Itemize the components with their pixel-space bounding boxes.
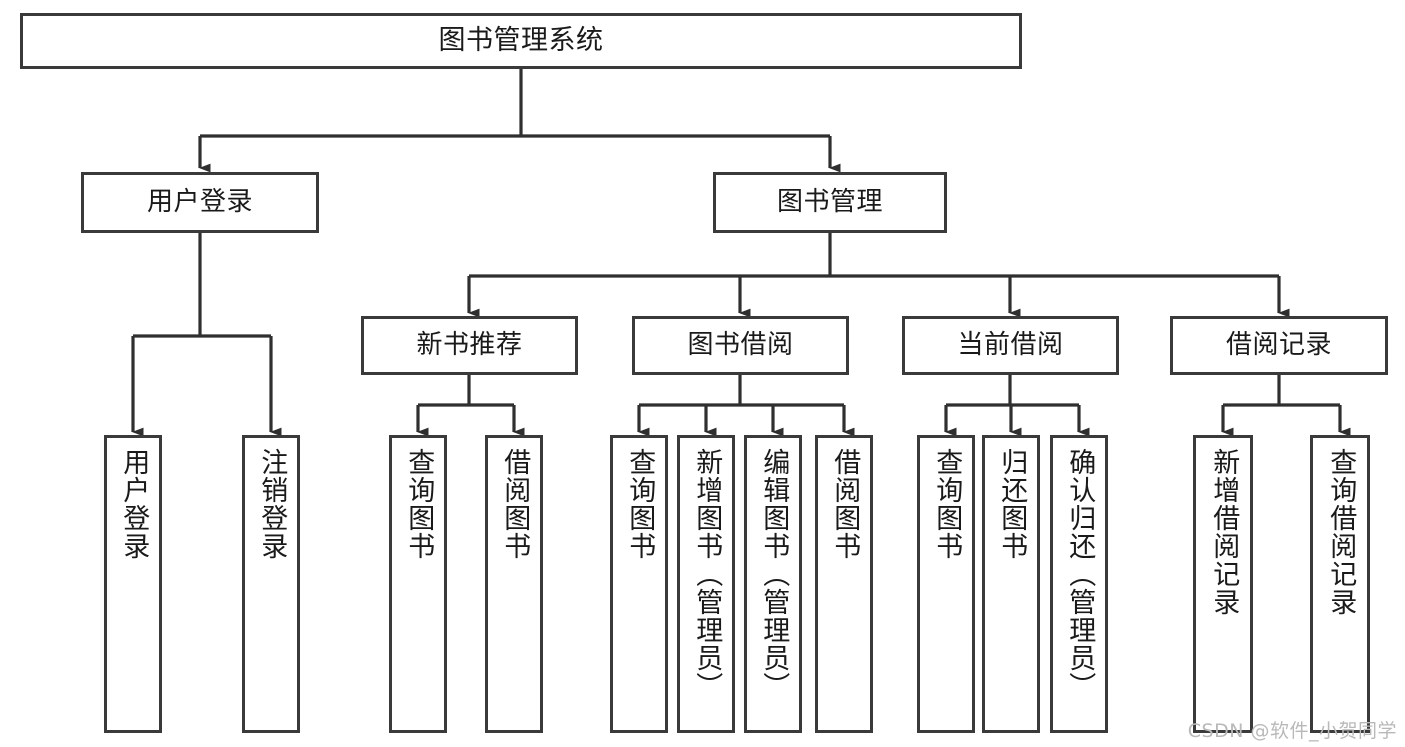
connectors-new-book	[416, 375, 525, 437]
connectors-book-manage	[467, 233, 1290, 318]
leaf-new-book-borrow[interactable]: 借阅图书	[485, 435, 543, 733]
node-book-borrow[interactable]: 图书借阅	[632, 316, 849, 375]
connectors-root	[198, 69, 841, 173]
leaf-borrow-record-query[interactable]: 查询借阅记录	[1310, 435, 1370, 733]
leaf-book-borrow-edit[interactable]: 编辑图书（管理员）	[744, 435, 802, 733]
node-root-system[interactable]: 图书管理系统	[20, 13, 1022, 69]
leaf-current-borrow-query[interactable]: 查询图书	[917, 435, 975, 733]
leaf-book-borrow-borrow[interactable]: 借阅图书	[815, 435, 873, 733]
leaf-borrow-record-add-label: 新增借阅记录	[1208, 448, 1240, 616]
leaf-book-borrow-add[interactable]: 新增图书（管理员）	[677, 435, 735, 733]
connectors-book-borrow	[637, 375, 855, 437]
node-book-borrow-label: 图书借阅	[687, 330, 794, 361]
node-book-management[interactable]: 图书管理	[713, 172, 947, 233]
node-borrow-record-label: 借阅记录	[1225, 330, 1332, 361]
leaf-current-borrow-confirm-label: 确认归还（管理员）	[1064, 448, 1096, 700]
connectors-user-login	[131, 233, 282, 437]
leaf-book-borrow-edit-label: 编辑图书（管理员）	[758, 448, 790, 700]
node-new-book-recommend-label: 新书推荐	[416, 330, 523, 361]
node-borrow-record[interactable]: 借阅记录	[1170, 316, 1388, 375]
node-current-borrow-label: 当前借阅	[957, 330, 1064, 361]
leaf-borrow-record-query-label: 查询借阅记录	[1325, 448, 1357, 616]
leaf-book-borrow-query[interactable]: 查询图书	[610, 435, 668, 733]
leaf-new-book-query[interactable]: 查询图书	[389, 435, 447, 733]
leaf-book-borrow-borrow-label: 借阅图书	[829, 448, 861, 560]
leaf-new-book-query-label: 查询图书	[403, 448, 435, 560]
leaf-current-borrow-confirm[interactable]: 确认归还（管理员）	[1050, 435, 1108, 733]
node-root-system-label: 图书管理系统	[438, 25, 604, 57]
leaf-current-borrow-return-label: 归还图书	[996, 448, 1028, 560]
leaf-current-borrow-query-label: 查询图书	[931, 448, 963, 560]
node-current-borrow[interactable]: 当前借阅	[902, 316, 1119, 375]
leaf-user-login-logout[interactable]: 注销登录	[242, 435, 300, 733]
leaf-current-borrow-return[interactable]: 归还图书	[982, 435, 1040, 733]
leaf-user-login-logout-label: 注销登录	[256, 448, 288, 560]
connectors-current-borrow	[944, 375, 1090, 437]
leaf-book-borrow-query-label: 查询图书	[624, 448, 656, 560]
leaf-user-login-login[interactable]: 用户登录	[104, 435, 162, 733]
leaf-new-book-borrow-label: 借阅图书	[499, 448, 531, 560]
leaf-user-login-login-label: 用户登录	[118, 448, 150, 560]
leaf-book-borrow-add-label: 新增图书（管理员）	[691, 448, 723, 700]
connectors-borrow-record	[1221, 375, 1351, 437]
node-book-management-label: 图书管理	[776, 187, 883, 218]
leaf-borrow-record-add[interactable]: 新增借阅记录	[1193, 435, 1253, 733]
node-user-login[interactable]: 用户登录	[81, 172, 319, 233]
node-new-book-recommend[interactable]: 新书推荐	[361, 316, 578, 375]
node-user-login-label: 用户登录	[146, 187, 253, 218]
